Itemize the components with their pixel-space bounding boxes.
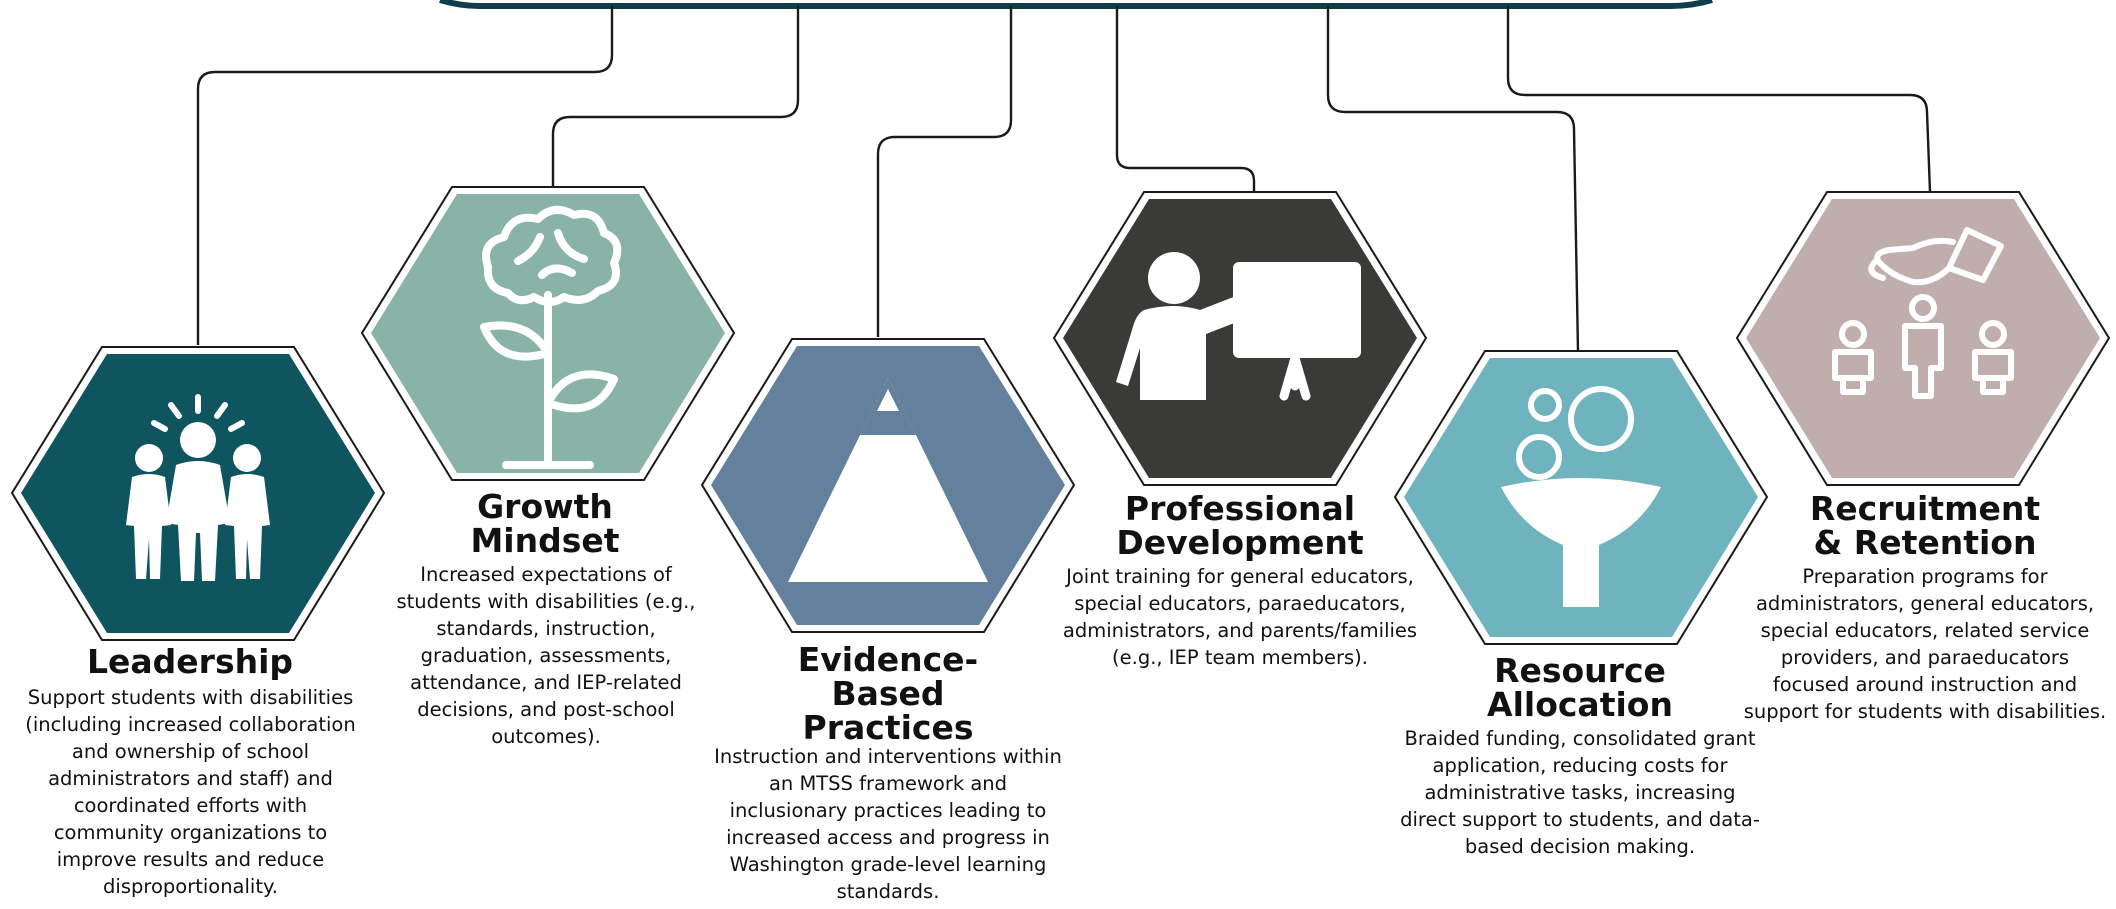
pillar-title: Recruitment & Retention bbox=[1809, 489, 2041, 562]
pillar-title: Leadership bbox=[86, 642, 294, 681]
pillar-title: Professional Development bbox=[1116, 489, 1364, 562]
brain-flower-icon bbox=[480, 205, 622, 469]
pillar-description: Support students with disabilities (incl… bbox=[25, 686, 356, 898]
coins-funnel-icon bbox=[1501, 386, 1661, 607]
connector-growth-mindset bbox=[551, 6, 800, 188]
hand-selecting-person-icon bbox=[1832, 227, 2014, 399]
hexagon-resource-allocation bbox=[1393, 349, 1769, 646]
connector-recruitment-retention bbox=[1506, 6, 1932, 193]
pillar-description: Braided funding, consolidated grant appl… bbox=[1400, 727, 1760, 858]
pillar-description: Instruction and interventions within an … bbox=[714, 745, 1062, 903]
connector-evidence-based-practices bbox=[876, 6, 1013, 337]
pillar-description: Joint training for general educators, sp… bbox=[1062, 565, 1418, 669]
top-bar-edge bbox=[439, 0, 1713, 9]
hexagon-leadership bbox=[10, 345, 386, 642]
pillar-description: Preparation programs for administrators,… bbox=[1743, 565, 2107, 723]
pillar-title: Growth Mindset bbox=[470, 487, 620, 560]
connector-leadership bbox=[196, 6, 614, 345]
hexagon-recruitment-retention bbox=[1735, 190, 2111, 487]
hexagon-growth-mindset bbox=[360, 185, 736, 482]
hexagon-evidence-based-practices bbox=[700, 337, 1076, 634]
presenter-board-icon bbox=[1116, 252, 1361, 401]
hexagon-fill bbox=[1746, 199, 2100, 478]
pillar-title: Evidence-Based Practices bbox=[797, 640, 979, 747]
pillar-description: Increased expectations of students with … bbox=[396, 563, 696, 748]
pyramid-icon bbox=[788, 378, 988, 582]
people-group-icon bbox=[126, 394, 270, 581]
hexagon-professional-development bbox=[1052, 190, 1428, 487]
pillar-title: Resource Allocation bbox=[1487, 651, 1673, 724]
connector-professional-development bbox=[1115, 6, 1256, 192]
connector-resource-allocation bbox=[1326, 6, 1580, 353]
